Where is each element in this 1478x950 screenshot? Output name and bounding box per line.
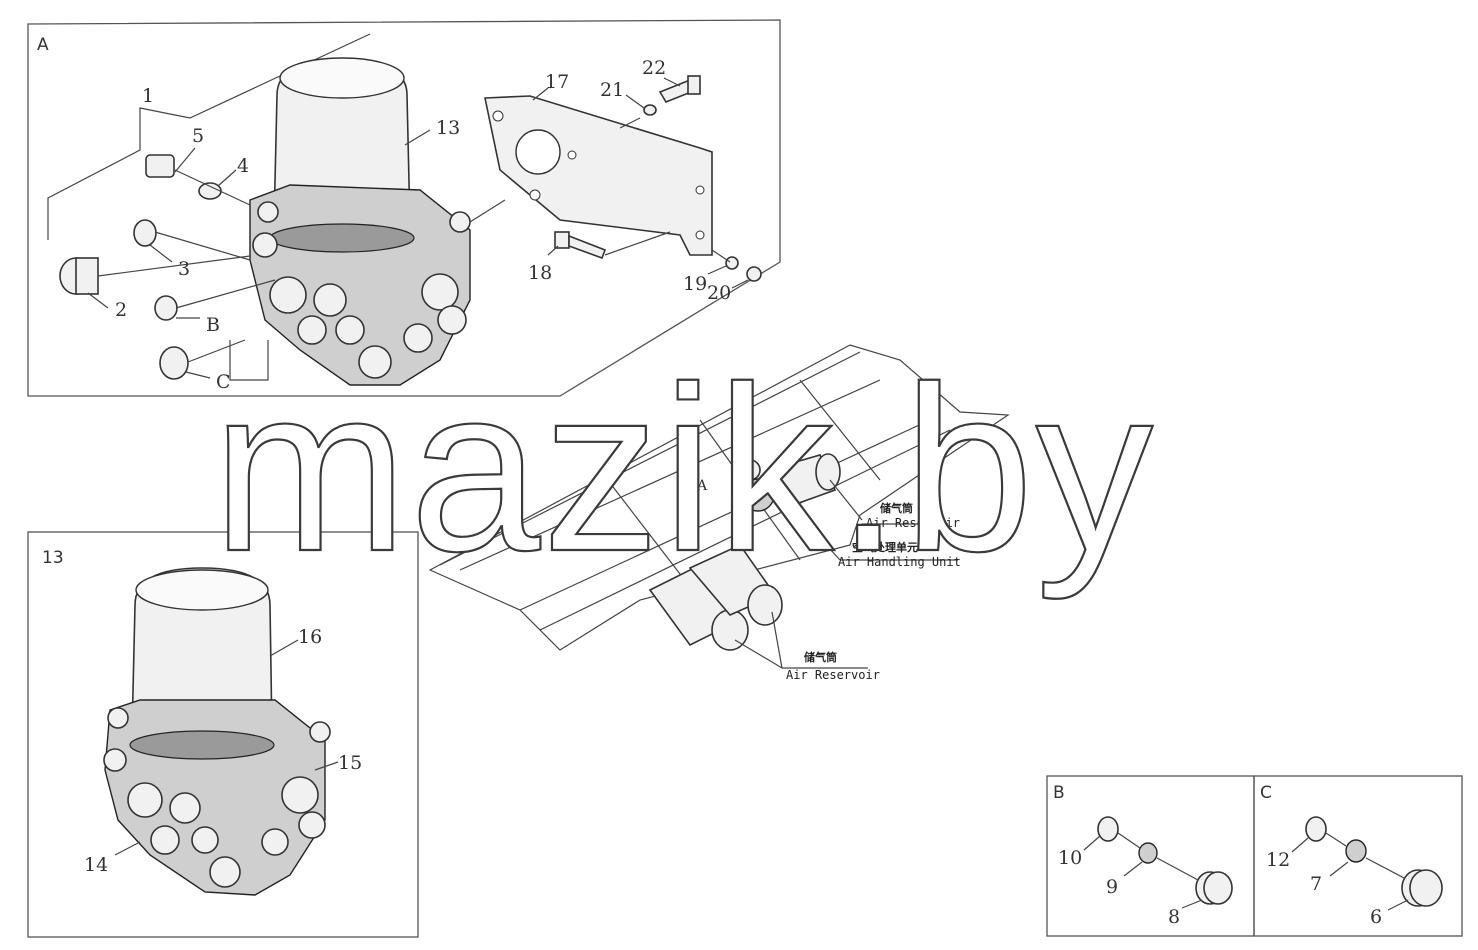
ring-part-7 — [1345, 839, 1367, 863]
washer-part-3 — [133, 219, 157, 247]
panel-c-letter: C — [1260, 783, 1272, 803]
callout-10: 10 — [1058, 847, 1082, 869]
callout-b: B — [206, 314, 220, 336]
callout-18: 18 — [528, 262, 552, 284]
callout-2: 2 — [115, 299, 127, 321]
mounting-bracket — [484, 95, 713, 256]
fitting-part-c — [159, 346, 189, 380]
callout-15: 15 — [338, 752, 362, 774]
fitting-part-2 — [59, 257, 99, 295]
callout-3: 3 — [178, 258, 190, 280]
callout-7: 7 — [1310, 873, 1322, 895]
caption-handling-en: Air Handling Unit — [838, 555, 961, 569]
caption-reservoir-top-zh: 储气筒 — [880, 501, 913, 515]
ring-part-9 — [1138, 842, 1158, 864]
callout-1: 1 — [142, 85, 154, 107]
callout-8: 8 — [1168, 906, 1180, 928]
callout-21: 21 — [600, 79, 624, 101]
air-processing-valve-body — [229, 184, 471, 386]
callout-6: 6 — [1370, 906, 1382, 928]
callout-19: 19 — [683, 273, 707, 295]
caption-reservoir-bottom-en: Air Reservoir — [786, 668, 880, 682]
callout-c: C — [216, 371, 231, 393]
seal-part-10 — [1097, 816, 1119, 842]
callout-4: 4 — [237, 155, 249, 177]
callout-17: 17 — [545, 71, 569, 93]
plug-part-5 — [145, 154, 175, 178]
callout-12: 12 — [1266, 849, 1290, 871]
panel-13: 13 16 15 14 — [27, 531, 419, 938]
panel-b-letter: B — [1053, 783, 1065, 803]
panel13-valve-body — [103, 699, 331, 896]
nut-part-20 — [746, 266, 762, 282]
callout-5: 5 — [192, 125, 204, 147]
callout-20: 20 — [707, 282, 731, 304]
chassis-view: A 储气筒 Air Reservoir 空气处理单元 Air Handling … — [428, 344, 1010, 682]
bolt-part-18 — [554, 231, 607, 260]
caption-reservoir-bottom-zh: 储气筒 — [804, 650, 837, 664]
panel-a-letter: A — [37, 35, 49, 55]
chassis-reservoir-top — [766, 453, 841, 510]
washer-part-21 — [643, 104, 657, 116]
panel-b: B 10 9 8 — [1046, 775, 1255, 937]
chassis-air-handling-unit — [739, 459, 775, 512]
caption-reservoir-top-en: Air Reservoir — [866, 516, 960, 530]
washer-part-19 — [725, 256, 739, 270]
fitting-part-b — [154, 295, 178, 321]
panel-a: A — [27, 19, 781, 397]
callout-16: 16 — [298, 626, 322, 648]
callout-13: 13 — [436, 117, 460, 139]
panel-c: C 12 7 6 — [1253, 775, 1463, 937]
nut-part-6 — [1401, 869, 1443, 907]
nut-part-8 — [1195, 871, 1233, 905]
caption-handling-zh: 空气处理单元 — [852, 540, 918, 554]
chassis-reservoirs-bottom — [648, 543, 783, 651]
watermark: mazik.by — [212, 337, 1155, 600]
panel-13-letter: 13 — [42, 548, 64, 568]
bolt-part-22 — [658, 75, 701, 103]
callout-14: 14 — [84, 854, 108, 876]
callout-22: 22 — [642, 57, 666, 79]
o-ring-part-4 — [198, 182, 222, 200]
seal-part-12 — [1305, 816, 1327, 842]
callout-9: 9 — [1106, 876, 1118, 898]
chassis-view-marker: A — [696, 478, 708, 494]
